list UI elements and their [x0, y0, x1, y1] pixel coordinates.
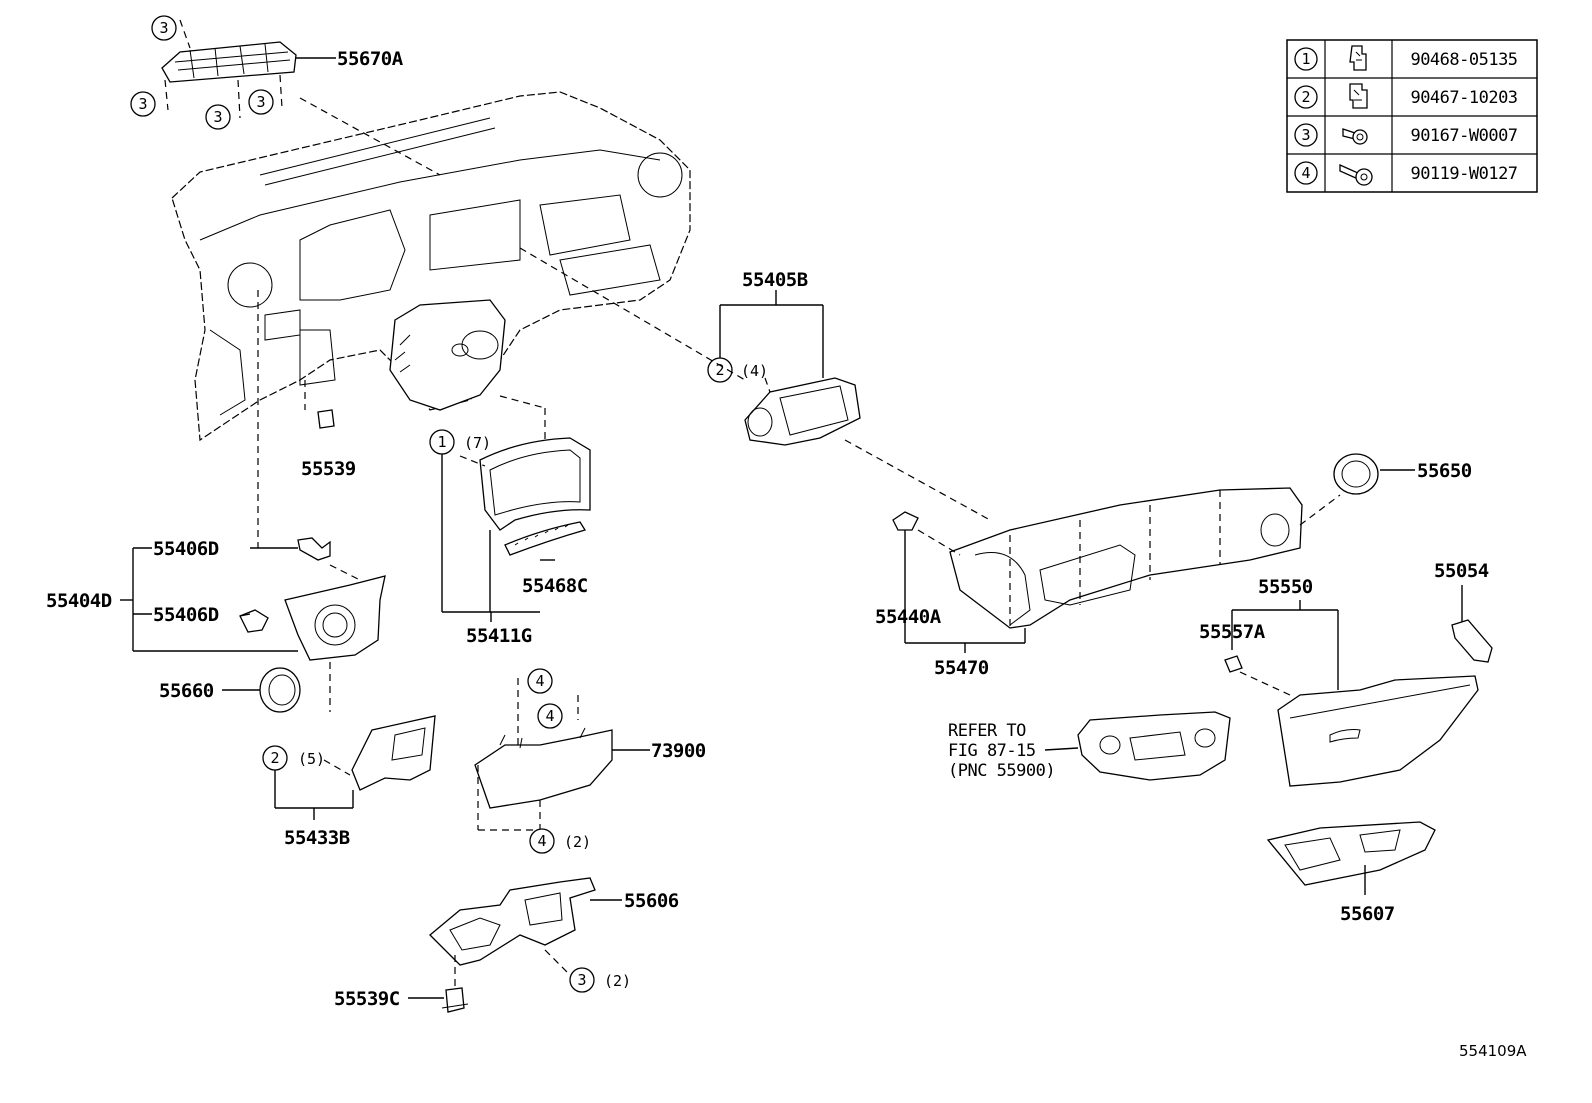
callout-qty: (7)	[464, 434, 491, 452]
legend-row-1[interactable]: 1 90468-05135	[1294, 45, 1518, 71]
diagram-id: 554109A	[1459, 1042, 1527, 1060]
legend-row-3[interactable]: 3 90167-W0007	[1294, 123, 1518, 147]
callout-number: 3	[138, 95, 147, 113]
callout-qty: (2)	[604, 972, 631, 990]
part-55539C-clip[interactable]: 55539C	[334, 987, 469, 1013]
label-55557A: 55557A	[1199, 621, 1266, 643]
clip-icon	[1349, 45, 1367, 71]
label-55539: 55539	[301, 458, 356, 480]
legend-part-2: 90467-10203	[1410, 88, 1517, 108]
label-55404D: 55404D	[46, 590, 112, 612]
center-cluster-reference[interactable]: REFER TO FIG 87-15 (PNC 55900)	[948, 711, 1231, 781]
label-55650: 55650	[1417, 460, 1472, 482]
callout-number: 2	[715, 361, 724, 379]
part-55539-clip[interactable]: 55539	[301, 380, 356, 480]
callout-qty: (5)	[298, 750, 325, 768]
part-55433B-panel[interactable]: 2 (5) 55433B	[262, 715, 436, 849]
part-55660-knob[interactable]: 55660	[159, 667, 301, 713]
label-73900: 73900	[651, 740, 706, 762]
label-55411G: 55411G	[466, 625, 532, 647]
callout-qty: (4)	[741, 362, 768, 380]
callout-number: 1	[437, 433, 446, 451]
legend-part-1: 90468-05135	[1410, 50, 1517, 70]
part-55411G-meter-hood[interactable]: 1 (7) 55468C 55411G	[429, 395, 591, 647]
label-55606: 55606	[624, 890, 679, 912]
part-55670A-vent[interactable]: 55670A	[161, 19, 441, 176]
callout-qty: (2)	[564, 833, 591, 851]
callout-number: 4	[545, 707, 554, 725]
label-55670A: 55670A	[337, 48, 404, 70]
callout-number: 3	[213, 108, 222, 126]
part-55404D-group[interactable]: 55406D 55404D 55406D	[46, 290, 386, 712]
label-55539C: 55539C	[334, 988, 400, 1010]
callout-number: 3	[577, 971, 586, 989]
part-73900-lower-cover[interactable]: 73900 4 4 4 (2)	[474, 668, 706, 854]
screw-icon	[1342, 128, 1368, 145]
label-55660: 55660	[159, 680, 214, 702]
part-55650-knob[interactable]: 55650	[1299, 453, 1472, 526]
label-55468C: 55468C	[522, 575, 588, 597]
legend-num-3: 3	[1301, 126, 1310, 144]
callout-3-top: 3 3 3 3	[130, 15, 274, 130]
legend-part-4: 90119-W0127	[1410, 164, 1517, 184]
bolt-icon	[1339, 163, 1373, 186]
label-55406D-b: 55406D	[153, 604, 219, 626]
refer-line-3: (PNC 55900)	[948, 761, 1055, 781]
label-55054: 55054	[1434, 560, 1489, 582]
label-55607: 55607	[1340, 903, 1395, 925]
refer-line-1: REFER TO	[948, 721, 1026, 741]
part-55054-hinge[interactable]: 55054	[1434, 560, 1493, 663]
label-55550: 55550	[1258, 576, 1313, 598]
label-55433B: 55433B	[284, 827, 350, 849]
callout-number: 3	[159, 19, 168, 37]
part-55607-under-cover[interactable]: 55607	[1266, 821, 1436, 925]
part-55470-panel[interactable]: 55440A 55470	[875, 487, 1303, 679]
part-55405B-center-bezel[interactable]: 55405B 2 (4)	[519, 247, 991, 521]
callout-number: 4	[537, 832, 546, 850]
callout-number: 4	[535, 672, 544, 690]
callout-number: 3	[256, 93, 265, 111]
label-55406D-a: 55406D	[153, 538, 219, 560]
legend-part-3: 90167-W0007	[1410, 126, 1517, 146]
label-55470: 55470	[934, 657, 989, 679]
legend-num-1: 1	[1301, 50, 1310, 68]
clip-icon	[1349, 83, 1368, 109]
legend-num-4: 4	[1301, 164, 1310, 182]
label-55405B: 55405B	[742, 269, 808, 291]
legend-num-2: 2	[1301, 88, 1310, 106]
legend-row-2[interactable]: 2 90467-10203	[1294, 83, 1518, 109]
callout-number: 2	[270, 749, 279, 767]
instrument-panel-illustration	[171, 91, 691, 442]
refer-line-2: FIG 87-15	[948, 741, 1036, 761]
part-55550-glove-box[interactable]: 55550 55557A	[1199, 576, 1479, 787]
legend-row-4[interactable]: 4 90119-W0127	[1294, 161, 1518, 186]
fastener-legend-table: 1 90468-05135 2 90467-10203 3 9	[1286, 39, 1538, 193]
part-55606-bracket[interactable]: 55606 3 (2)	[429, 877, 679, 993]
label-55440A: 55440A	[875, 606, 942, 628]
